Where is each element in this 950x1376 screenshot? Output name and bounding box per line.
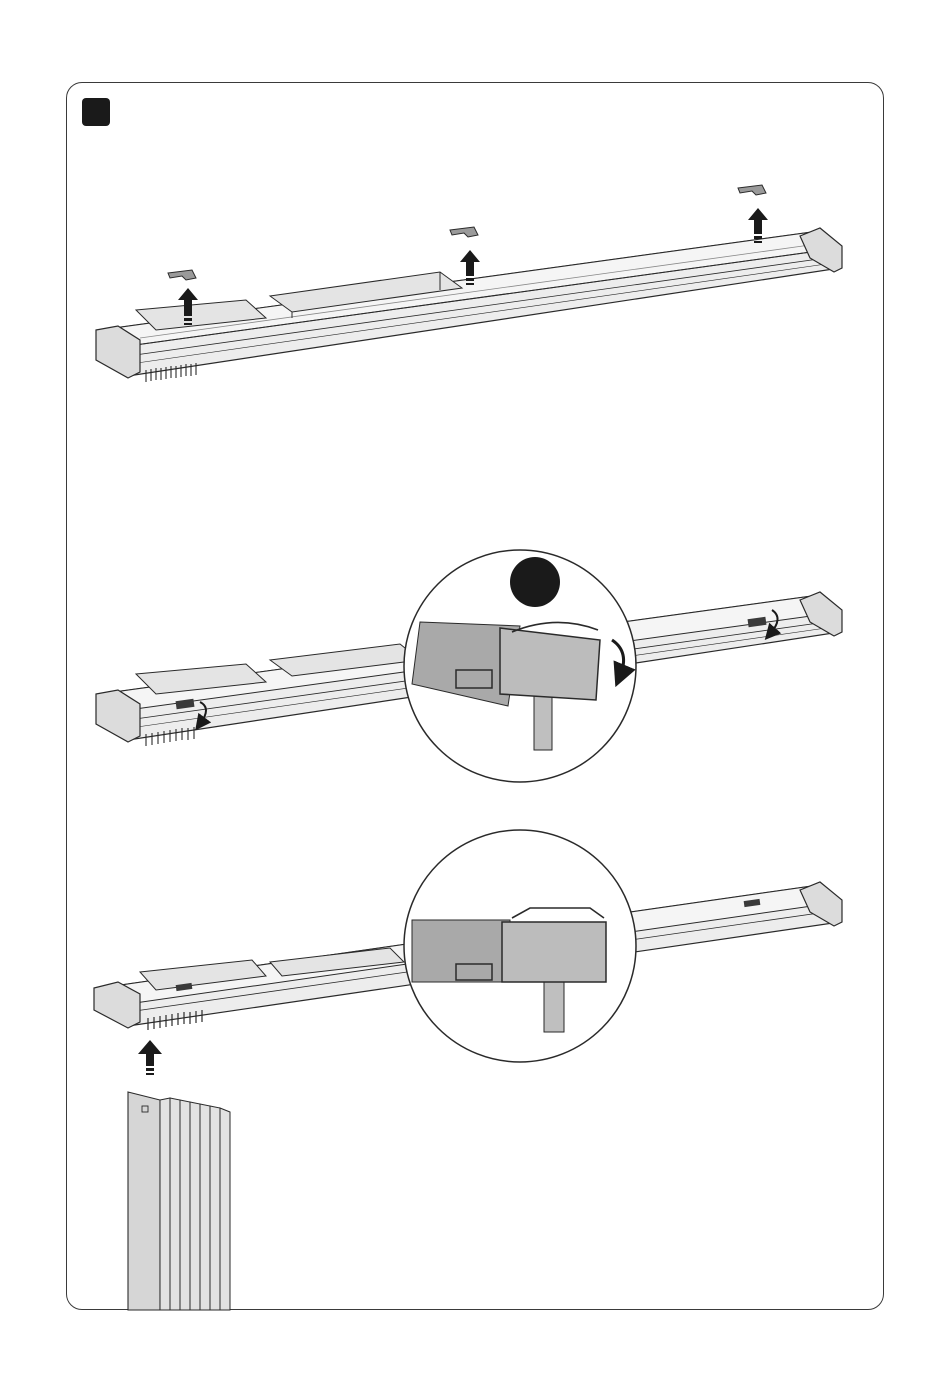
headrail-1 <box>96 228 842 382</box>
detail-zoom-circle <box>404 830 636 1062</box>
clip-1 <box>168 270 196 280</box>
clip-2 <box>450 227 478 237</box>
detail-badge <box>510 557 560 607</box>
panel-rotate-clips <box>96 550 842 782</box>
panel-insert-slats <box>94 830 842 1310</box>
clip-3 <box>738 185 766 195</box>
up-arrow-icon <box>138 1040 162 1075</box>
up-arrow-icon <box>748 208 768 243</box>
detail-zoom-circle <box>404 550 636 782</box>
panel-remove-clips <box>96 185 842 382</box>
vertical-slat-stack <box>128 1092 230 1310</box>
